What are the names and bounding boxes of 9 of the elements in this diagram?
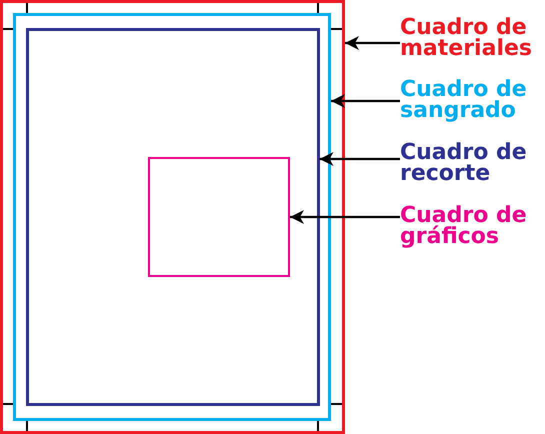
graphics-frame: [148, 157, 290, 277]
callout-label: Cuadro de sangrado: [400, 79, 528, 125]
leader-arrow: [290, 210, 400, 224]
callout-label: Cuadro de gráficos: [400, 205, 528, 251]
leader-arrow: [345, 36, 400, 50]
callout-label: Cuadro de recorte: [400, 142, 528, 188]
leader-arrow: [320, 152, 400, 166]
callout-label: Cuadro de materiales: [400, 17, 533, 63]
leader-arrow: [331, 94, 400, 108]
